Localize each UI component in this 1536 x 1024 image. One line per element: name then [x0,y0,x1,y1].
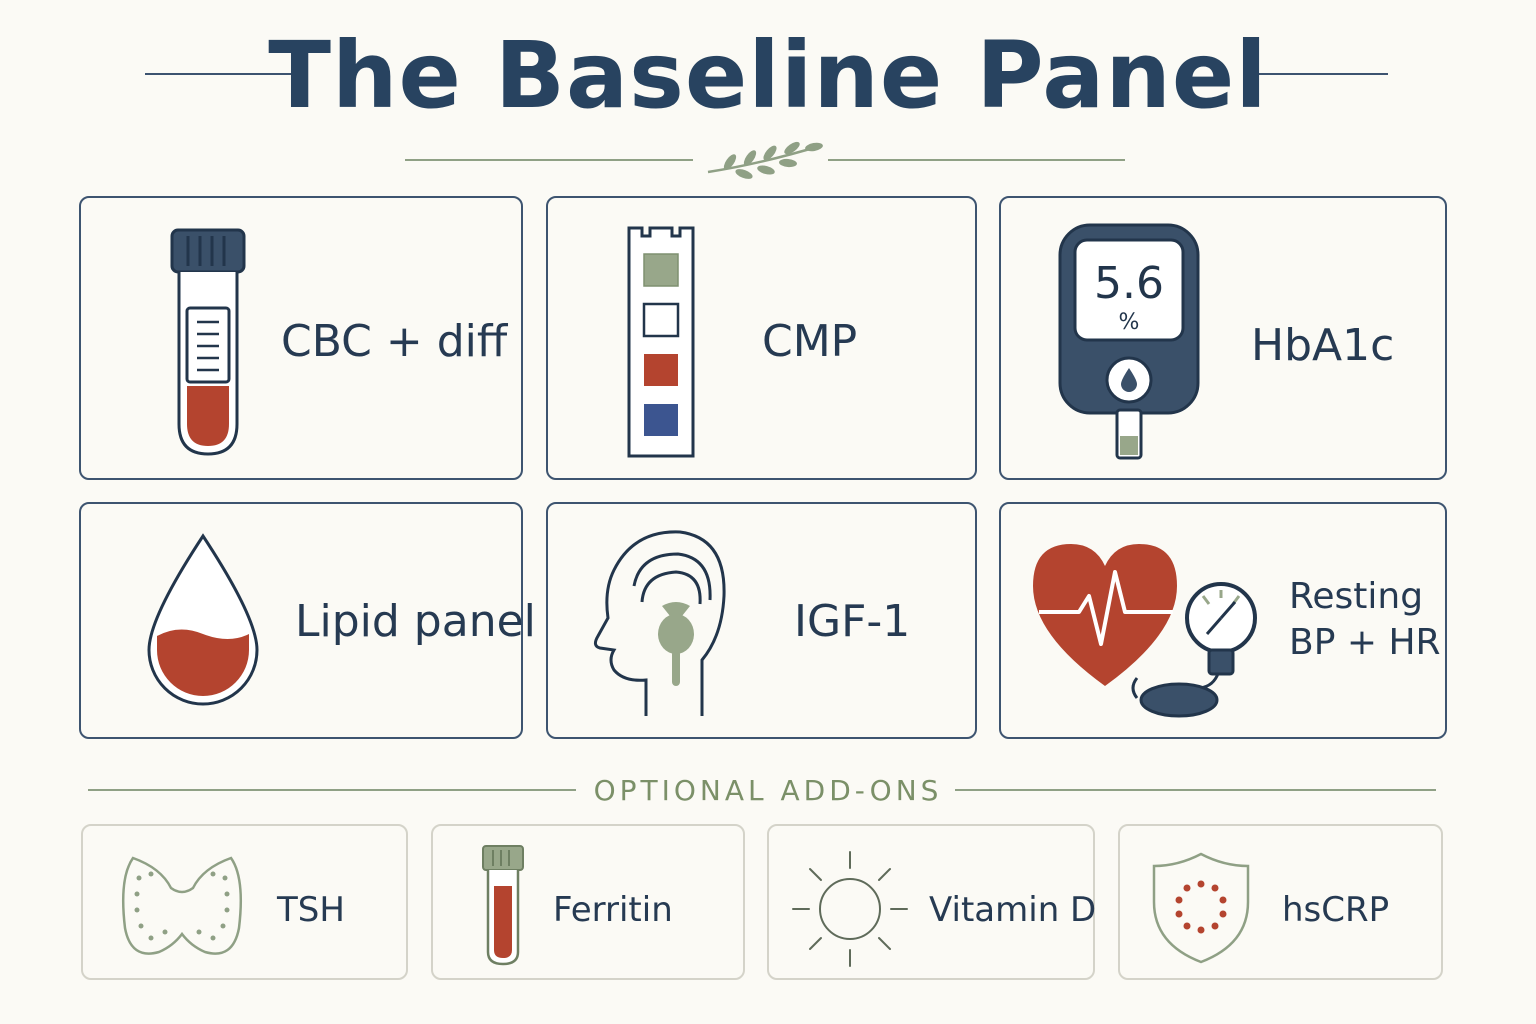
title-rule-right [1250,73,1388,75]
addon-label: hsCRP [1282,890,1390,930]
card-cbc-diff[interactable]: CBC + diff [79,196,523,480]
small-tube-icon [482,845,524,966]
meter-unit: % [1118,310,1140,335]
addon-hscrp[interactable]: hsCRP [1118,824,1443,980]
divider-right [828,159,1125,161]
thyroid-icon [121,856,243,955]
card-label-line2: BP + HR [1289,622,1441,663]
divider-left [405,159,693,161]
card-label: HbA1c [1251,320,1395,371]
card-label: CBC + diff [281,316,508,367]
head-pituitary-icon [593,530,726,716]
card-label: CMP [762,316,858,367]
page-title: The Baseline Panel [268,22,1268,129]
test-strip-icon [627,226,695,458]
card-label-line1: Resting [1289,576,1424,617]
shield-icon [1152,852,1250,964]
card-lipid-panel[interactable]: Lipid panel [79,502,536,739]
section-label: OPTIONAL ADD-ONS [593,774,943,807]
card-igf-1[interactable]: IGF-1 [546,502,977,739]
addon-label: Vitamin D [929,890,1097,930]
addon-label: TSH [277,890,345,930]
heart-bp-icon [1033,544,1257,718]
blood-tube-icon [170,228,246,456]
blood-drop-icon [147,533,259,706]
card-resting-bp-hr[interactable]: Resting BP + HR [999,502,1447,739]
addon-ferritin[interactable]: Ferritin [431,824,745,980]
title-rule-left [145,73,298,75]
meter-reading: 5.6 [1094,258,1164,309]
glucose-meter-icon [1058,223,1200,460]
sprig-icon [707,141,823,179]
section-rule-left [88,789,576,791]
card-cmp[interactable]: CMP [546,196,977,480]
addon-tsh[interactable]: TSH [81,824,408,980]
card-label: IGF-1 [794,596,911,647]
section-rule-right [955,789,1436,791]
addon-vitamin-d[interactable]: Vitamin D [767,824,1097,980]
card-hba1c[interactable]: 5.6 % HbA1c [999,196,1447,480]
sun-icon [792,851,908,967]
addon-label: Ferritin [553,890,673,930]
card-label: Lipid panel [295,596,536,647]
